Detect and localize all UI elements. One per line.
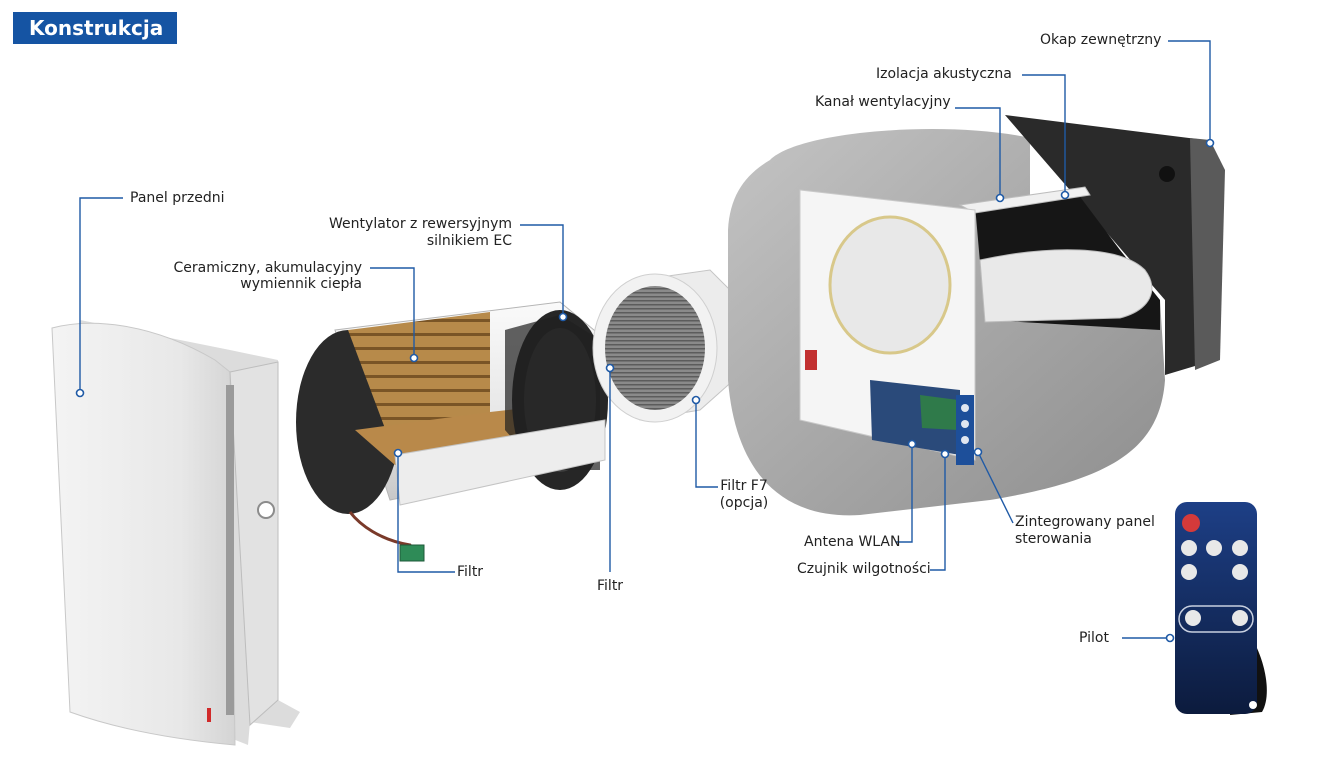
wall-section-illustration [728, 115, 1225, 516]
label-pilot: Pilot [1079, 630, 1109, 646]
leader-dots [75, 138, 1215, 643]
label-wentylator-line2: silnikiem EC [426, 233, 512, 249]
label-ceramiczny-line1: Ceramiczny, akumulacyjny [173, 260, 363, 276]
f7-filter-illustration [592, 269, 746, 423]
speed-2-icon [1206, 540, 1222, 556]
label-wentylator-line1: Wentylator z rewersyjnym [329, 216, 512, 232]
label-okap: Okap zewnętrzny [1040, 32, 1162, 48]
timer-icon [1232, 610, 1248, 626]
label-antena: Antena WLAN [804, 534, 901, 550]
recirculation-icon [1181, 564, 1197, 580]
power-icon [1182, 514, 1200, 532]
label-zintegrowany-line2: sterowania [1015, 531, 1092, 547]
ventilation-icon [1232, 564, 1248, 580]
label-filtr-f7-line2: (opcja) [719, 495, 769, 511]
label-zintegrowany-line1: Zintegrowany panel [1015, 514, 1155, 530]
speed-1-icon [1232, 540, 1248, 556]
boost-icon [1185, 610, 1201, 626]
label-izolacja: Izolacja akustyczna [876, 66, 1012, 82]
label-kanal: Kanał wentylacyjny [815, 94, 951, 110]
speed-3-icon [1181, 540, 1197, 556]
label-ceramiczny-line2: wymiennik ciepła [240, 276, 362, 292]
remote-illustration [1175, 502, 1267, 715]
label-czujnik: Czujnik wilgotności [797, 561, 931, 577]
front-panel-illustration [51, 320, 300, 746]
leader-lines [79, 40, 1211, 639]
label-filtr-b: Filtr [597, 578, 624, 594]
heat-exchanger-illustration [296, 301, 608, 562]
section-title: Konstrukcja [13, 12, 177, 44]
label-filtr-f7-line1: Filtr F7 [720, 478, 768, 494]
label-filtr-a: Filtr [457, 564, 484, 580]
label-panel-przedni: Panel przedni [130, 190, 225, 206]
